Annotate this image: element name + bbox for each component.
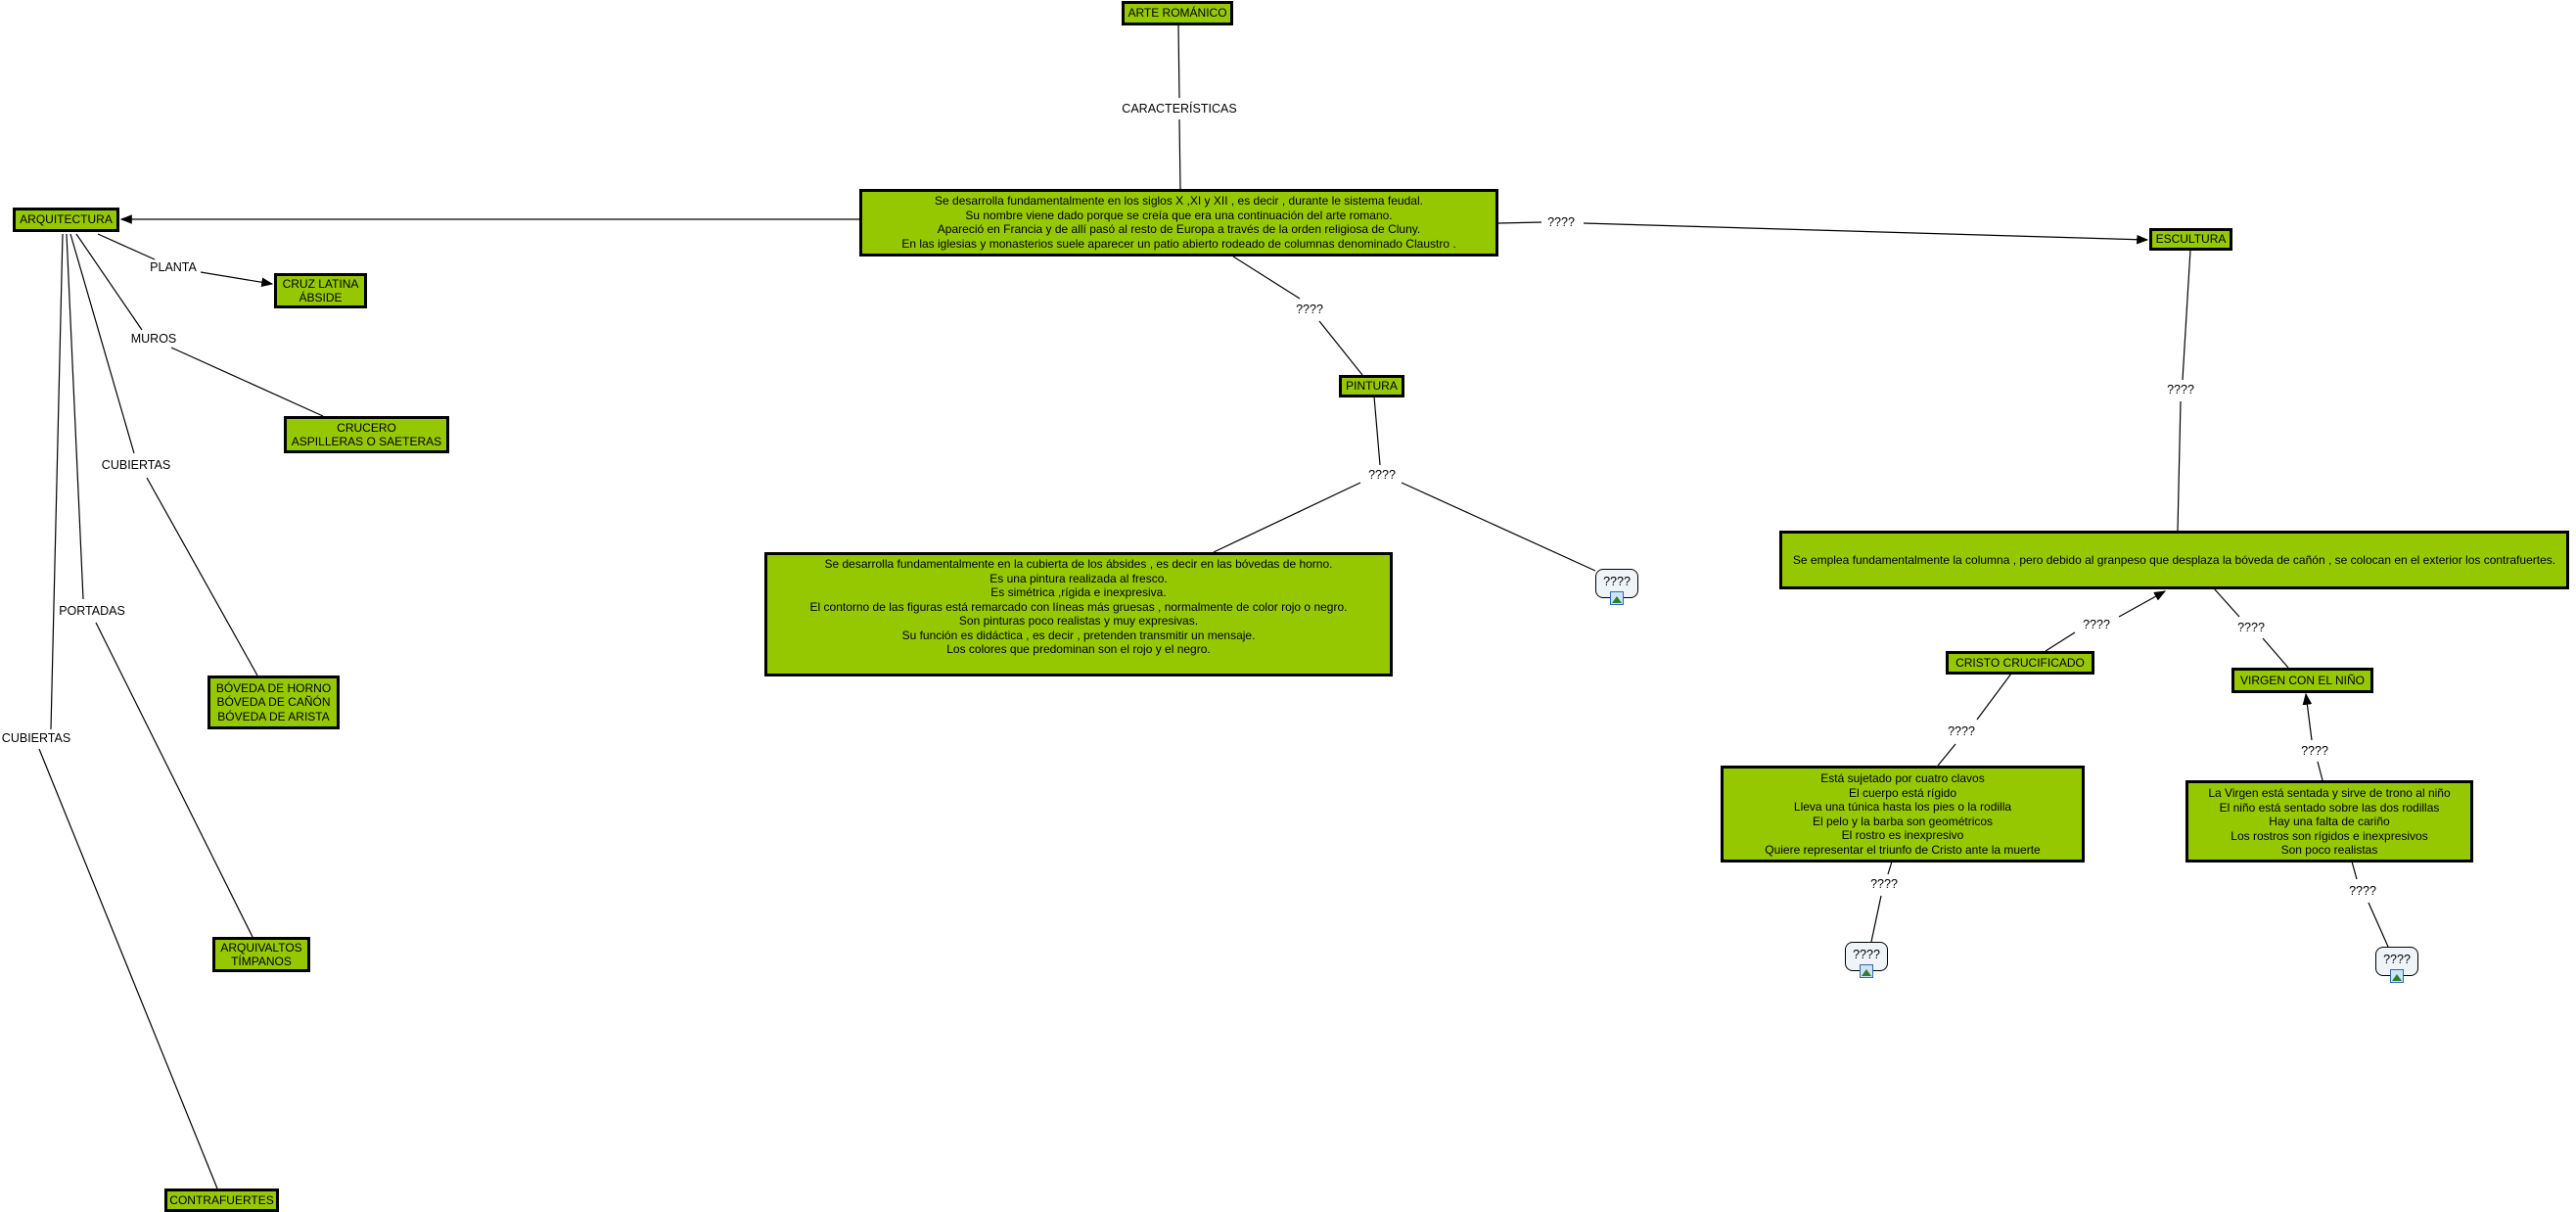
node-virgen-box[interactable]: La Virgen está sentada y sirve de trono …: [2185, 780, 2473, 862]
node-escultura[interactable]: ESCULTURA: [2149, 228, 2232, 251]
node-crucero[interactable]: CRUCERO ASPILLERAS O SAETERAS: [284, 416, 449, 453]
node-arquitectura[interactable]: ARQUITECTURA: [13, 208, 119, 232]
link-label-cubiertas-2: CUBIERTAS: [0, 731, 73, 745]
link-label: ????: [1294, 303, 1325, 316]
node-cristo-box[interactable]: Está sujetado por cuatro clavos El cuerp…: [1721, 766, 2085, 862]
link-label: ????: [2165, 383, 2196, 396]
link-label-cubiertas: CUBIERTAS: [99, 458, 173, 472]
link-label: ????: [1946, 724, 1977, 738]
node-virgen-con-el-nino[interactable]: VIRGEN CON EL NIÑO: [2231, 668, 2373, 693]
link-label-portadas: PORTADAS: [57, 604, 127, 618]
resource-label: ????: [2383, 953, 2411, 966]
image-icon[interactable]: [2390, 969, 2404, 983]
node-pintura-box[interactable]: Se desarrolla fundamentalmente en la cub…: [764, 552, 1393, 676]
link-label: ????: [1366, 468, 1398, 482]
node-cruz-latina[interactable]: CRUZ LATINA ÁBSIDE: [274, 273, 367, 308]
resource-pintura[interactable]: ????: [1595, 569, 1638, 605]
image-icon[interactable]: [1860, 964, 1873, 978]
image-icon[interactable]: [1610, 591, 1624, 605]
link-label: ????: [1545, 215, 1577, 229]
resource-label: ????: [1603, 575, 1631, 588]
node-cristo-crucificado[interactable]: CRISTO CRUCIFICADO: [1946, 651, 2094, 675]
node-contrafuertes[interactable]: CONTRAFUERTES: [164, 1189, 279, 1212]
link-label: ????: [2081, 618, 2112, 631]
resource-cristo[interactable]: ????: [1845, 942, 1888, 978]
node-arte-romanico[interactable]: ARTE ROMÁNICO: [1122, 1, 1233, 25]
link-label: ????: [2347, 884, 2378, 898]
node-escultura-box[interactable]: Se emplea fundamentalmente la columna , …: [1779, 531, 2569, 589]
resource-virgen[interactable]: ????: [2375, 947, 2418, 983]
link-label: ????: [1868, 877, 1900, 891]
resource-label: ????: [1853, 948, 1880, 961]
node-arquivaltos[interactable]: ARQUIVALTOS TÍMPANOS: [212, 937, 310, 972]
node-caracteristicas-box[interactable]: Se desarrolla fundamentalmente en los si…: [859, 189, 1498, 256]
link-label: ????: [2299, 744, 2330, 758]
node-pintura[interactable]: PINTURA: [1339, 375, 1404, 397]
link-label-muros: MUROS: [128, 332, 179, 346]
link-label-planta: PLANTA: [148, 260, 199, 274]
link-label: ????: [2235, 621, 2267, 634]
link-label: CARACTERÍSTICAS: [1120, 102, 1239, 116]
node-bovedas[interactable]: BÓVEDA DE HORNO BÓVEDA DE CAÑÓN BÓVEDA D…: [207, 676, 340, 729]
